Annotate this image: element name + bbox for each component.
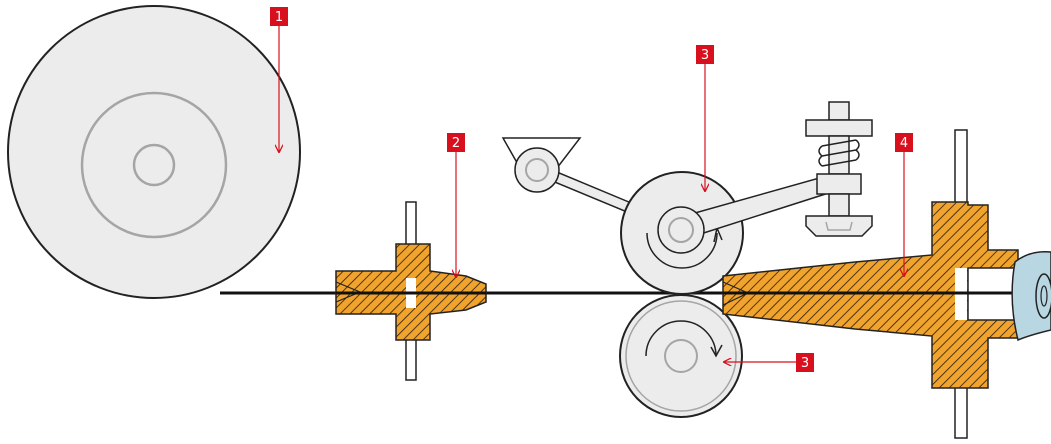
callout-3-upper: 3	[696, 45, 714, 64]
callout-1: 1	[270, 7, 288, 26]
upper-roller-assembly	[501, 137, 840, 295]
guide-die	[335, 201, 487, 381]
drawing-die	[722, 129, 1051, 439]
callout-2: 2	[447, 133, 465, 152]
svg-text:4: 4	[900, 136, 908, 151]
wire-coil	[1011, 250, 1051, 342]
callout-4: 4	[895, 133, 913, 152]
supply-reel	[7, 5, 301, 299]
svg-text:3: 3	[801, 356, 809, 371]
lower-roller	[619, 294, 743, 418]
adjusting-screw	[805, 101, 873, 237]
svg-text:3: 3	[701, 48, 709, 63]
svg-text:1: 1	[275, 10, 283, 25]
svg-text:2: 2	[452, 136, 460, 151]
callout-3-lower: 3	[796, 353, 814, 372]
